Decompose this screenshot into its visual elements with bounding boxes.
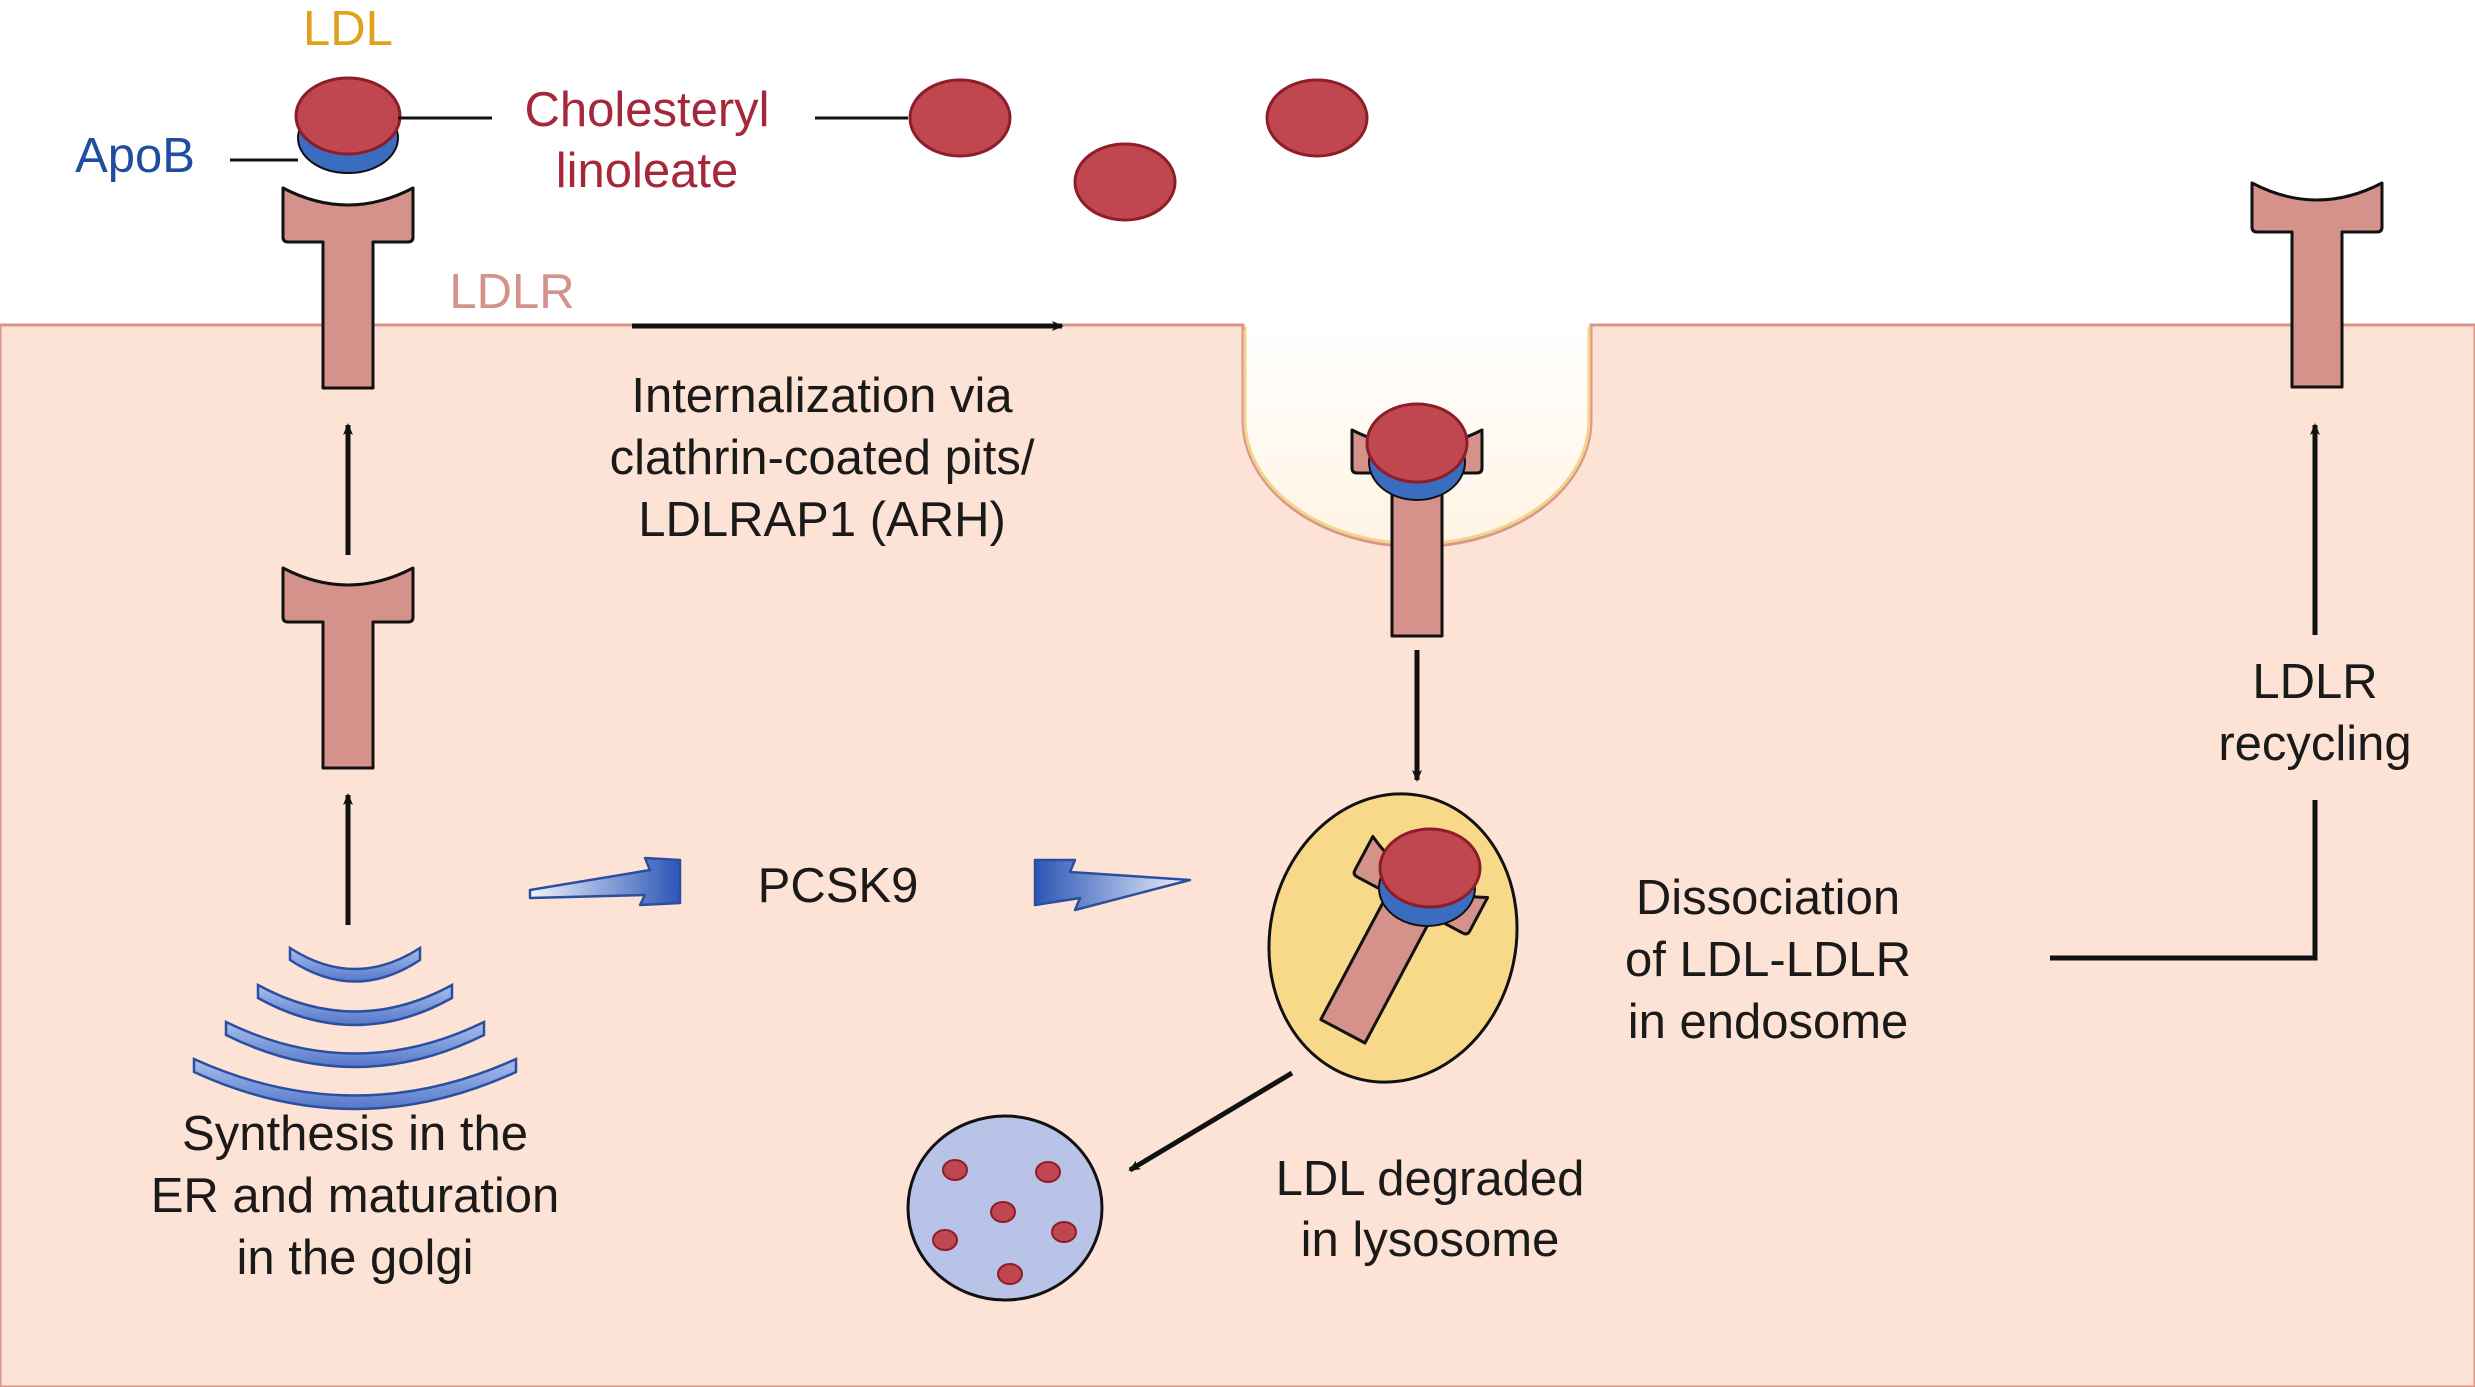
dissociation-label-line1: Dissociation [1636, 871, 1900, 925]
pcsk9-bolt-right-icon [1033, 858, 1192, 912]
ldlr-recycled-receptor [2250, 181, 2384, 389]
synthesis-label-line1: Synthesis in the [182, 1107, 528, 1161]
ldl-particle [294, 76, 402, 174]
dissociation-label-line3: in endosome [1628, 995, 1909, 1049]
internalization-label-line1: Internalization via [631, 369, 1013, 423]
cholesteryl-linoleate-particle [1265, 78, 1369, 158]
recycling-label-line1: LDLR [2252, 655, 2377, 709]
dissociation-label-line2: of LDL-LDLR [1625, 933, 1911, 987]
recycling-label-line2: recycling [2218, 717, 2411, 771]
pcsk9-bolt-left-icon [528, 856, 682, 907]
ldl-particle-in-pit [1365, 402, 1469, 501]
degraded-label-line2: in lysosome [1301, 1213, 1560, 1267]
cholesteryl-label-line2: linoleate [556, 144, 739, 198]
apob-label: ApoB [75, 129, 195, 183]
lysosome [906, 1114, 1104, 1302]
cholesteryl-linoleate-particle [908, 78, 1012, 158]
cell-body [0, 323, 2475, 1387]
pcsk9-label: PCSK9 [758, 859, 919, 913]
endosome [1267, 792, 1519, 1084]
arrow-to-lysosome [1128, 1070, 1294, 1173]
ldl-label: LDL [303, 2, 393, 56]
cholesteryl-label-line1: Cholesteryl [524, 83, 769, 137]
cell [0, 323, 2475, 1387]
synthesis-label-line2: ER and maturation [151, 1169, 560, 1223]
golgi-stack-icon [192, 945, 518, 1111]
internalization-label-line2: clathrin-coated pits/ [610, 431, 1035, 485]
degraded-label-line1: LDL degraded [1276, 1152, 1585, 1206]
internalization-label-line3: LDLRAP1 (ARH) [638, 493, 1006, 547]
cholesteryl-linoleate-particle [1073, 142, 1177, 222]
synthesis-label-line3: in the golgi [236, 1231, 473, 1285]
ldlr-surface-receptor [281, 186, 415, 390]
ldlr-label: LDLR [449, 265, 574, 319]
ldlr-maturing-receptor [281, 566, 415, 770]
dissociation-connector-line [2050, 800, 2318, 961]
